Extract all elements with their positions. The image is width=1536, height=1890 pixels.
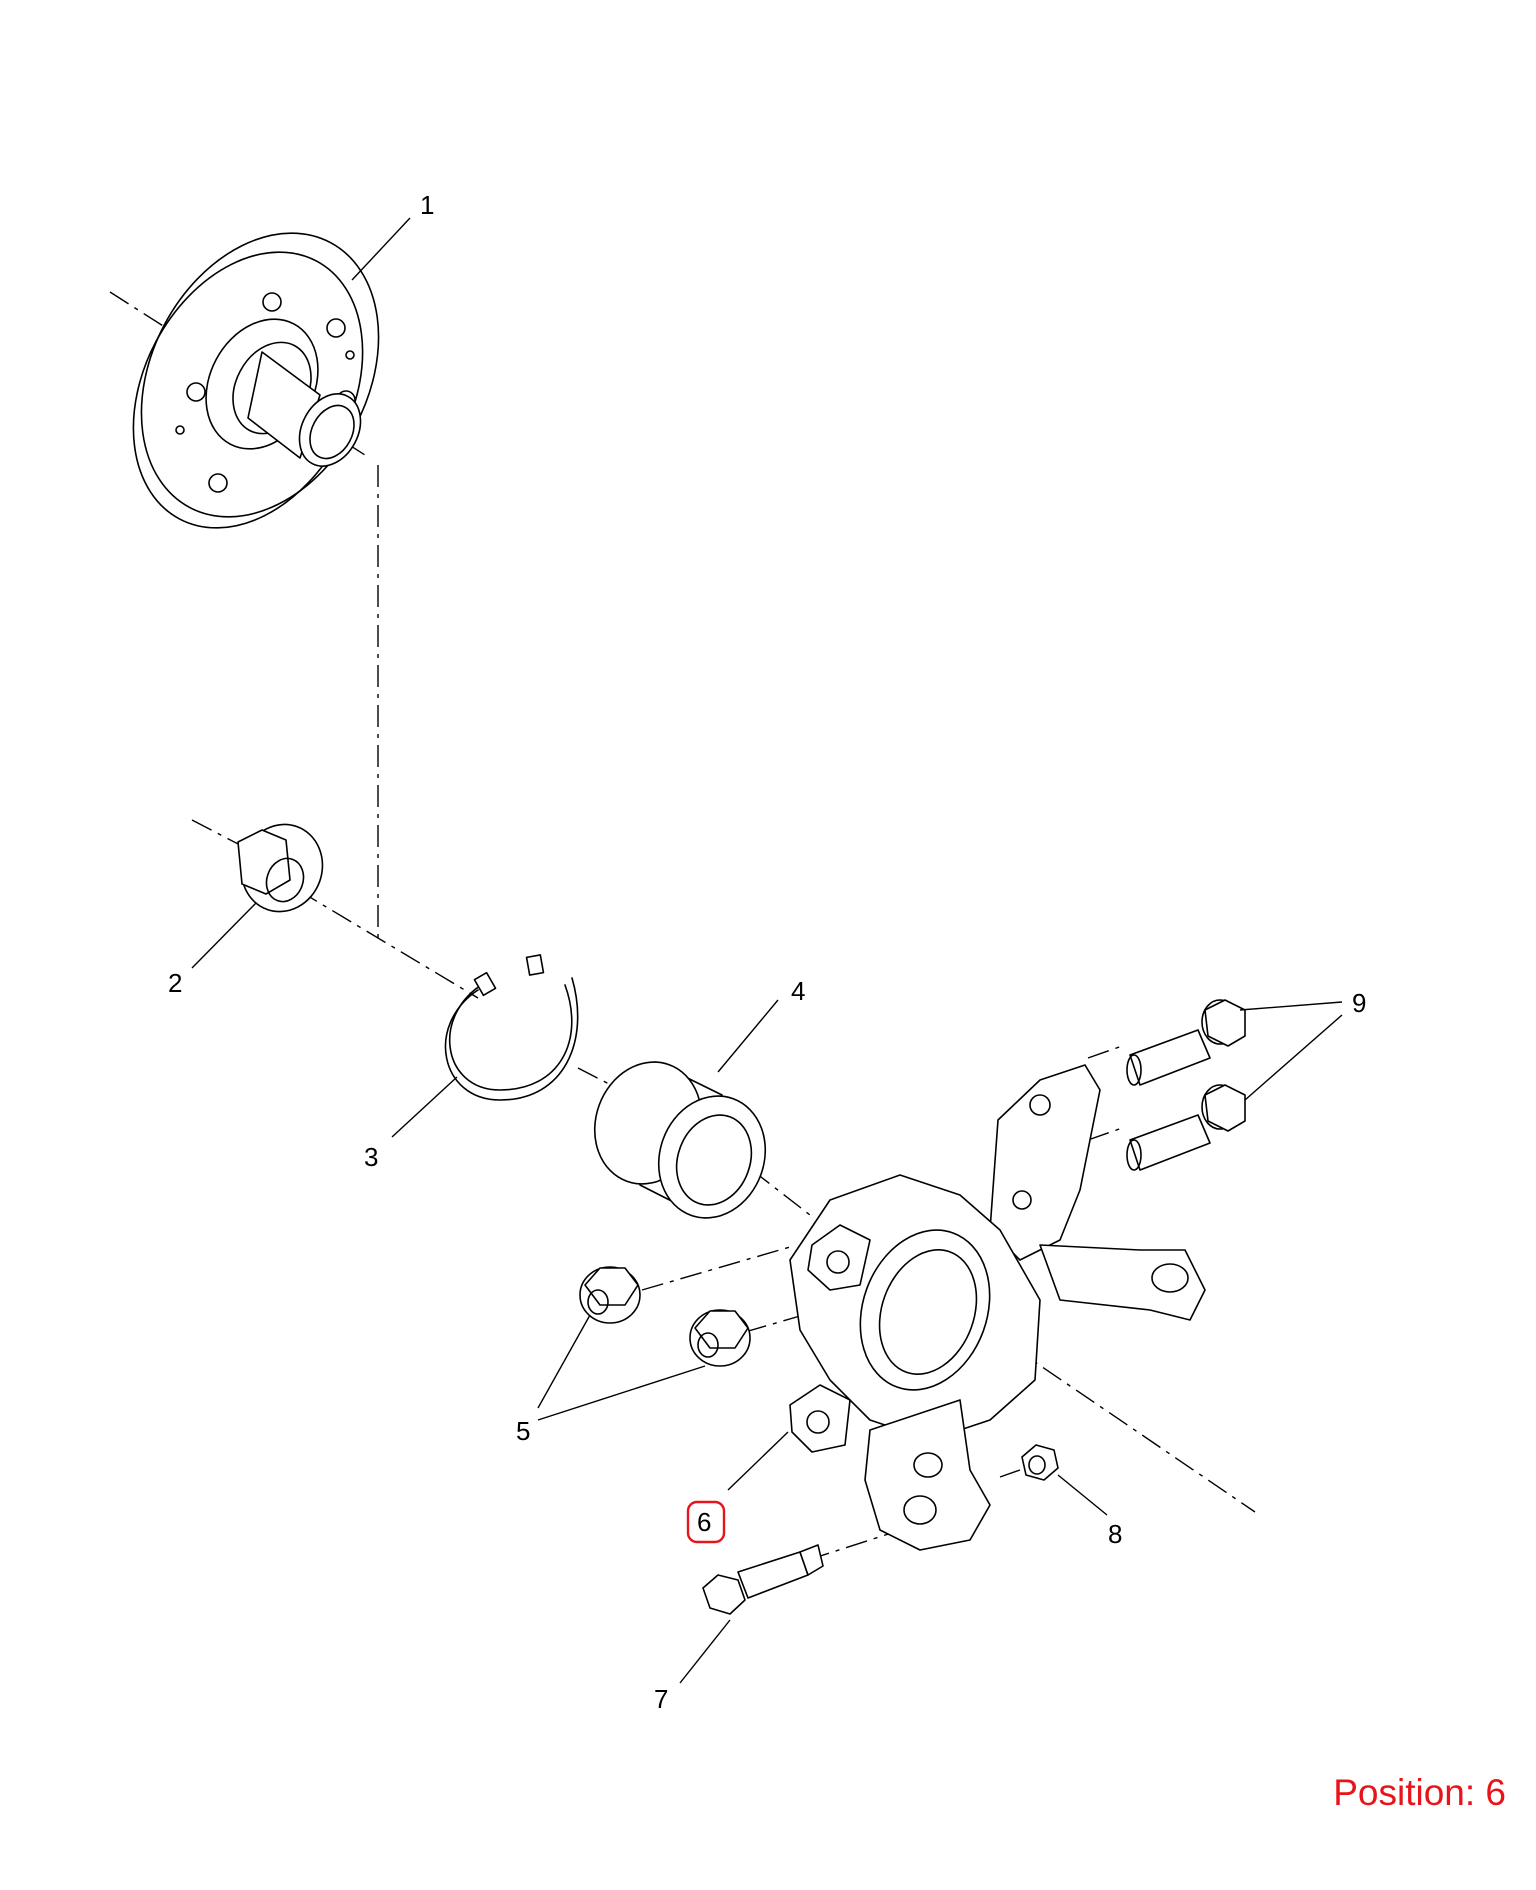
callout-6[interactable]: 6	[697, 1507, 711, 1537]
axle-nut-part-2	[237, 823, 324, 913]
flange-nuts-part-5	[579, 1266, 751, 1367]
nut-part-8	[1021, 1444, 1059, 1481]
callout-4[interactable]: 4	[791, 976, 805, 1006]
callout-5[interactable]: 5	[516, 1416, 530, 1446]
callout-8[interactable]: 8	[1108, 1519, 1122, 1549]
callout-6-highlight	[686, 1500, 726, 1544]
retaining-ring-part-3	[444, 954, 579, 1101]
callout-1[interactable]: 1	[420, 190, 434, 220]
position-label: Position: 6	[1333, 1772, 1506, 1813]
callout-7[interactable]: 7	[654, 1684, 668, 1714]
wheel-hub-part-1	[132, 232, 380, 529]
callout-labels: 1 2 3 4 5 6 7 8 9	[168, 190, 1366, 1714]
callout-3[interactable]: 3	[364, 1142, 378, 1172]
bolts-part-9	[1126, 999, 1246, 1171]
callout-2[interactable]: 2	[168, 968, 182, 998]
leader-lines	[191, 217, 1343, 1684]
bolt-part-7	[702, 1544, 824, 1615]
callout-9[interactable]: 9	[1352, 988, 1366, 1018]
steering-knuckle-part-6	[789, 1064, 1206, 1551]
wheel-bearing-part-4	[593, 1061, 767, 1219]
